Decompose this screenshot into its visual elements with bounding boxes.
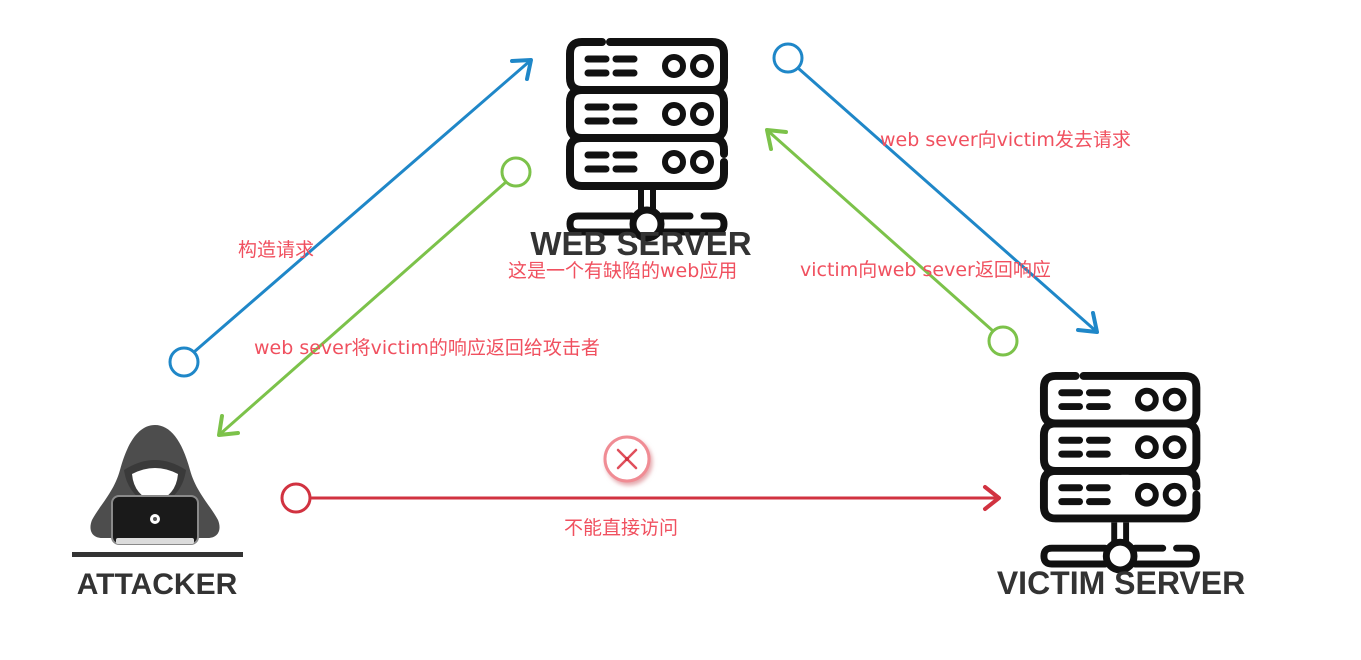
edge-label-victim-to-webserver: victim向web sever返回响应	[800, 259, 1051, 281]
hooded-hacker-laptop-icon	[72, 425, 243, 557]
edge-start-circle	[987, 325, 1019, 357]
attacker-title: ATTACKER	[77, 568, 238, 601]
server-rack-icon	[1044, 376, 1196, 570]
edge-start-circle	[280, 482, 312, 514]
arrowhead-icon	[510, 58, 533, 81]
edge-webserver-to-victim	[772, 42, 1099, 334]
edge-victim-to-webserver	[765, 128, 1019, 357]
web-server-title: WEB SERVER	[530, 225, 751, 262]
arrowhead-icon	[765, 128, 788, 151]
web-server-caption: 这是一个有缺陷的web应用	[508, 260, 737, 282]
node-attacker: ATTACKER	[72, 425, 243, 601]
node-victim-server: VICTIM SERVER	[997, 376, 1245, 601]
edge-start-circle	[772, 42, 804, 74]
request-line	[193, 58, 532, 354]
edge-label-webserver-to-attacker: web sever将victim的响应返回给攻击者	[254, 337, 600, 359]
edge-start-circle	[500, 156, 532, 188]
victim-server-title: VICTIM SERVER	[997, 565, 1245, 601]
arrowhead-icon	[1076, 311, 1099, 334]
edge-attacker-to-webserver	[168, 58, 533, 378]
labels: 这是一个有缺陷的web应用 构造请求 web sever将victim的响应返回…	[238, 129, 1131, 539]
request-line	[797, 66, 1098, 334]
edge-label-attacker-to-victim: 不能直接访问	[564, 517, 678, 539]
edge-webserver-to-attacker	[217, 156, 532, 437]
edges	[168, 42, 1099, 514]
server-rack-icon	[570, 42, 724, 238]
node-web-server: WEB SERVER	[530, 42, 752, 262]
response-line	[766, 128, 994, 333]
response-line	[218, 180, 507, 437]
close-x-icon	[603, 435, 651, 483]
edge-label-webserver-to-victim: web sever向victim发去请求	[880, 129, 1131, 151]
arrowhead-icon	[983, 485, 1001, 511]
arrowhead-icon	[217, 414, 240, 437]
edge-attacker-to-victim	[280, 435, 1001, 514]
edge-start-circle	[168, 346, 200, 378]
edge-label-attacker-to-webserver: 构造请求	[238, 239, 314, 261]
